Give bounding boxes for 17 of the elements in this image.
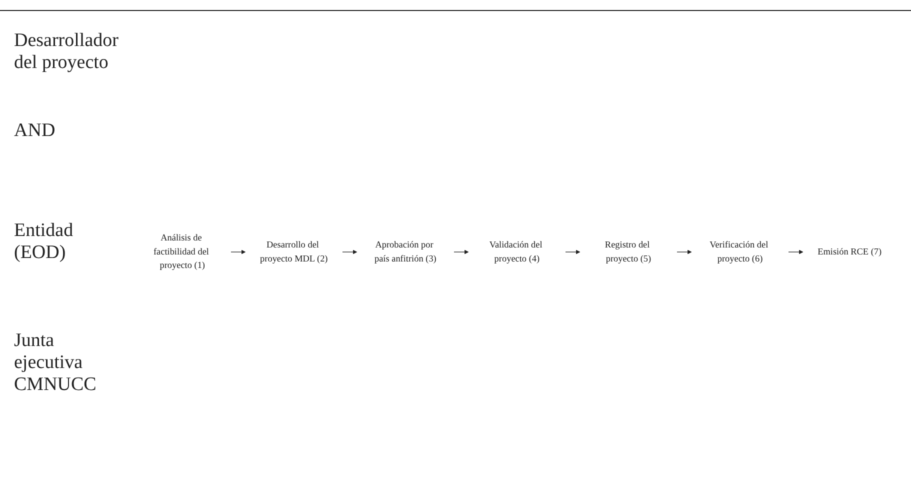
arrow bbox=[788, 250, 804, 254]
node-text: Registro del proyecto (5) bbox=[604, 240, 652, 264]
node-text: Validación del proyecto (4) bbox=[489, 240, 542, 264]
node-text: Verificación del proyecto (6) bbox=[710, 240, 768, 264]
arrow bbox=[342, 250, 358, 254]
node-text: Análisis de factibilidad del proyecto (1) bbox=[153, 232, 209, 271]
node-text: Desarrollo del proyecto MDL (2) bbox=[260, 240, 328, 264]
node-text: Aprobación por país anfitrión (3) bbox=[374, 240, 436, 264]
arrow bbox=[230, 250, 246, 254]
arrow bbox=[676, 250, 692, 254]
lane-label: Entidad (EOD) bbox=[14, 220, 74, 264]
arrow bbox=[565, 250, 580, 254]
lane-label: Desarrollador del proyecto bbox=[14, 30, 120, 74]
lane-label: AND bbox=[14, 120, 56, 142]
arrow bbox=[454, 250, 469, 254]
lane-label: Junta ejecutiva CMNUCC bbox=[14, 330, 98, 396]
node-text: Emisión RCE (7) bbox=[818, 246, 882, 257]
